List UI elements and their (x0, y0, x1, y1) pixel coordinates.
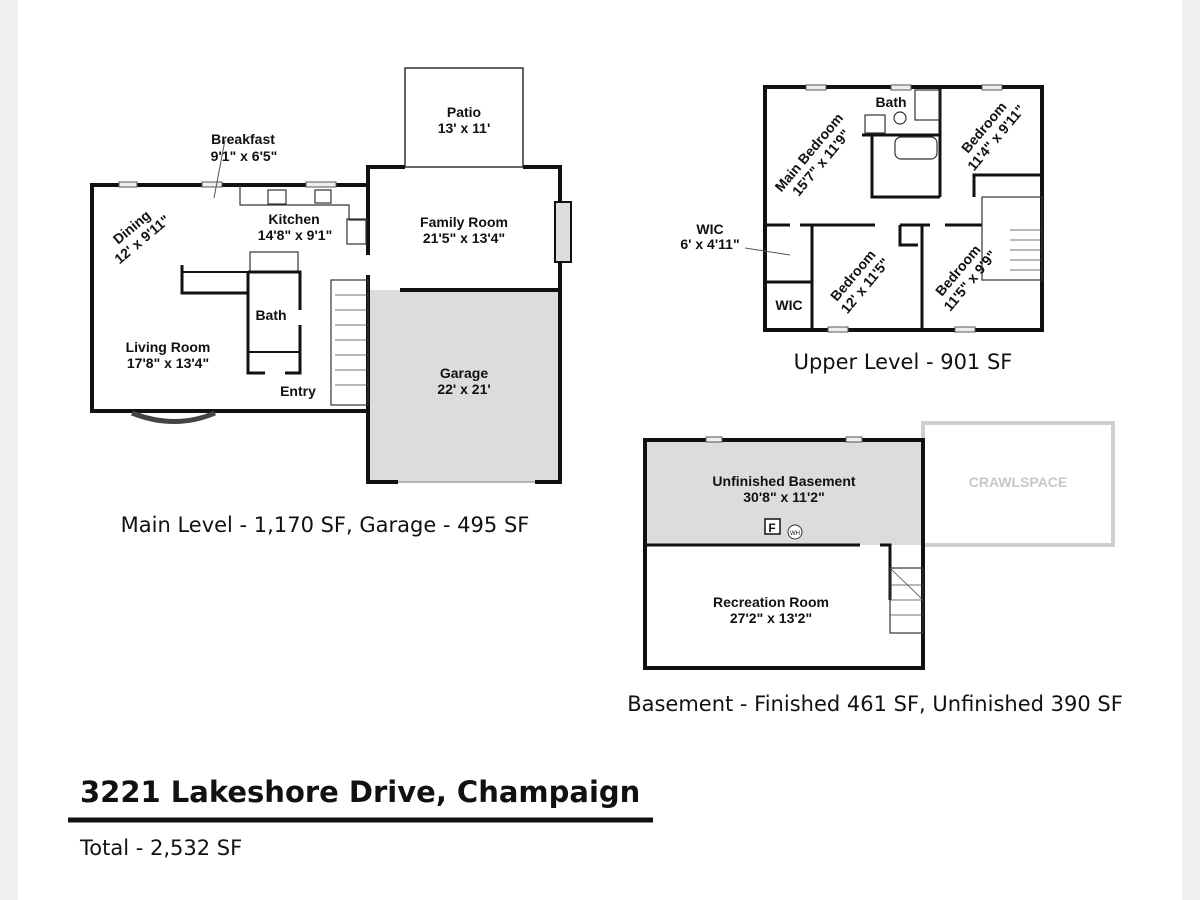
living-room-label: Living Room (126, 339, 211, 355)
family-room-label: Family Room (420, 214, 508, 230)
window (305, 181, 337, 188)
kitchen-appliance (346, 218, 367, 245)
basement-stairs (889, 567, 924, 634)
water-heater-circle (787, 524, 803, 540)
garage-size: 22' x 21' (437, 381, 490, 397)
main-level-caption: Main Level - 1,170 SF, Garage - 495 SF (121, 513, 530, 537)
bath-wall (248, 270, 302, 310)
main-level-plan: Patio 13' x 11' Breakfast 9'1" x 6'5" Di… (90, 67, 572, 537)
stair-treads (889, 567, 924, 616)
unfinished-basement-label: Unfinished Basement (712, 473, 855, 489)
upper-stairs (981, 196, 1043, 281)
window (981, 84, 1003, 91)
recreation-room-label: Recreation Room (713, 594, 829, 610)
patio-label: Patio (447, 104, 481, 120)
kitchen-size: 14'8" x 9'1" (258, 227, 332, 243)
dining-label-group: Dining 12' x 9'11" (110, 207, 173, 267)
crawlspace-outline (921, 421, 1115, 547)
bay-window (131, 410, 216, 424)
fireplace (554, 201, 572, 263)
main-stairs (330, 279, 369, 406)
upper-level-caption: Upper Level - 901 SF (794, 350, 1013, 374)
main-bedroom-label-group: Main Bedroom 15'7" x 11'9" (771, 110, 853, 199)
cooktop (267, 189, 287, 205)
bath-cabinet (249, 251, 299, 273)
entry-label: Entry (280, 383, 316, 399)
bedroom-s-label-group: Bedroom 12' x 11'5" (827, 247, 893, 317)
bath-label: Bath (255, 307, 286, 323)
kitchen-counter (239, 185, 368, 221)
bath-wall (246, 272, 265, 375)
water-heater-label: WH (790, 531, 800, 537)
stair-treads (1010, 229, 1042, 271)
breakfast-pointer (213, 139, 226, 199)
breakfast-size: 9'1" x 6'5" (211, 148, 278, 164)
bedroom-se-label-group: Bedroom 11'5" x 9'9" (932, 242, 1000, 314)
vanity (864, 114, 886, 134)
window (805, 84, 827, 91)
upper-bath-label: Bath (875, 94, 906, 110)
unfinished-basement-size: 30'8" x 11'2" (743, 489, 824, 505)
basement-partition (880, 543, 892, 600)
property-address: 3221 Lakeshore Drive, Champaign (80, 775, 640, 809)
window (118, 181, 138, 188)
toilet (893, 111, 907, 125)
window (201, 181, 223, 188)
bath-wall (870, 135, 940, 199)
basement-outer-wall (643, 438, 925, 670)
bath-wall (285, 325, 302, 375)
breakfast-label: Breakfast (211, 131, 275, 147)
total-square-footage: Total - 2,532 SF (79, 836, 242, 860)
family-room-size: 21'5" x 13'4" (423, 230, 505, 246)
main-house-wall (90, 183, 368, 413)
kitchen-sink (314, 189, 332, 204)
crawlspace-label: CRAWLSPACE (969, 474, 1068, 490)
wic-small-label: WIC (775, 297, 802, 313)
garage-floor (368, 290, 560, 482)
unfinished-basement-floor (645, 440, 923, 545)
window (890, 84, 912, 91)
stair-treads (335, 294, 368, 386)
wall-segment (366, 165, 405, 255)
closet-wall (972, 173, 1042, 197)
kitchen-label: Kitchen (268, 211, 319, 227)
living-room-size: 17'8" x 13'4" (127, 355, 209, 371)
garage-wall (400, 288, 562, 484)
wic-large-size: 6' x 4'11" (680, 236, 739, 252)
upper-level-plan: Bath Main Bedroom 15'7" x 11'9" Bedroom … (680, 84, 1044, 374)
furnace-box (764, 518, 781, 535)
recreation-room-size: 27'2" x 13'2" (730, 610, 812, 626)
window (954, 326, 976, 333)
patio-size: 13' x 11' (438, 120, 491, 136)
window (705, 436, 723, 443)
shower (914, 89, 940, 121)
wic-large-label: WIC (696, 221, 723, 237)
linen-closet (898, 225, 918, 247)
window (827, 326, 849, 333)
basement-caption: Basement - Finished 461 SF, Unfinished 3… (627, 692, 1123, 716)
furnace-label: F (768, 521, 775, 535)
wic-pointer (744, 247, 791, 256)
bedroom-ne-label-group: Bedroom 11'4" x 9'11" (958, 99, 1028, 174)
garage-label: Garage (440, 365, 488, 381)
window (845, 436, 863, 443)
basement-plan: F WH Unfinished Basement 30'8" x 11'2" C… (627, 421, 1123, 716)
closet-wall (180, 265, 248, 295)
bathtub (894, 136, 938, 160)
